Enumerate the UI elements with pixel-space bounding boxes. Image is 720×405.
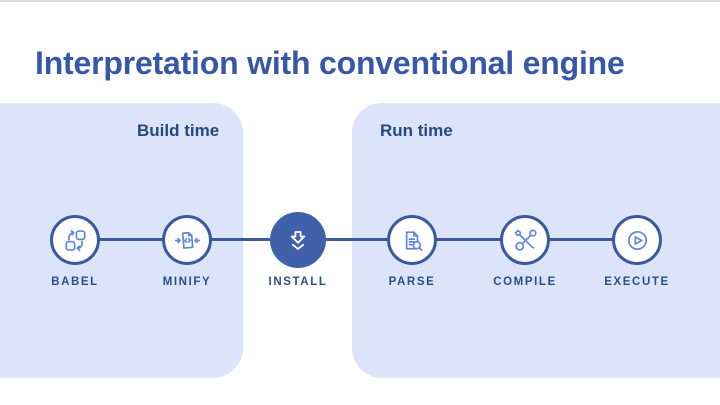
pipeline-node-compile: COMPILE: [473, 215, 577, 288]
page-title: Interpretation with conventional engine: [35, 45, 625, 82]
node-label: PARSE: [388, 276, 436, 288]
pipeline-node-minify: MINIFY: [135, 215, 239, 288]
node-label: MINIFY: [162, 276, 212, 288]
pipeline-node-execute: EXECUTE: [585, 215, 689, 288]
transform-icon: [50, 215, 100, 265]
minify-code-icon: [162, 215, 212, 265]
pipeline-node-babel: BABEL: [23, 215, 127, 288]
node-label: EXECUTE: [604, 276, 670, 288]
run-time-label: Run time: [380, 121, 453, 140]
play-icon: [612, 215, 662, 265]
pipeline-connector-line: [75, 238, 637, 241]
pipeline-node-parse: PARSE: [360, 215, 464, 288]
window-top-edge: [0, 0, 720, 2]
build-time-label: Build time: [137, 121, 220, 140]
node-label: BABEL: [51, 276, 99, 288]
node-label: INSTALL: [268, 276, 328, 288]
node-label: COMPILE: [493, 276, 557, 288]
download-icon: [270, 212, 326, 268]
pipeline-node-install: INSTALL: [246, 212, 350, 288]
document-search-icon: [387, 215, 437, 265]
tools-icon: [500, 215, 550, 265]
